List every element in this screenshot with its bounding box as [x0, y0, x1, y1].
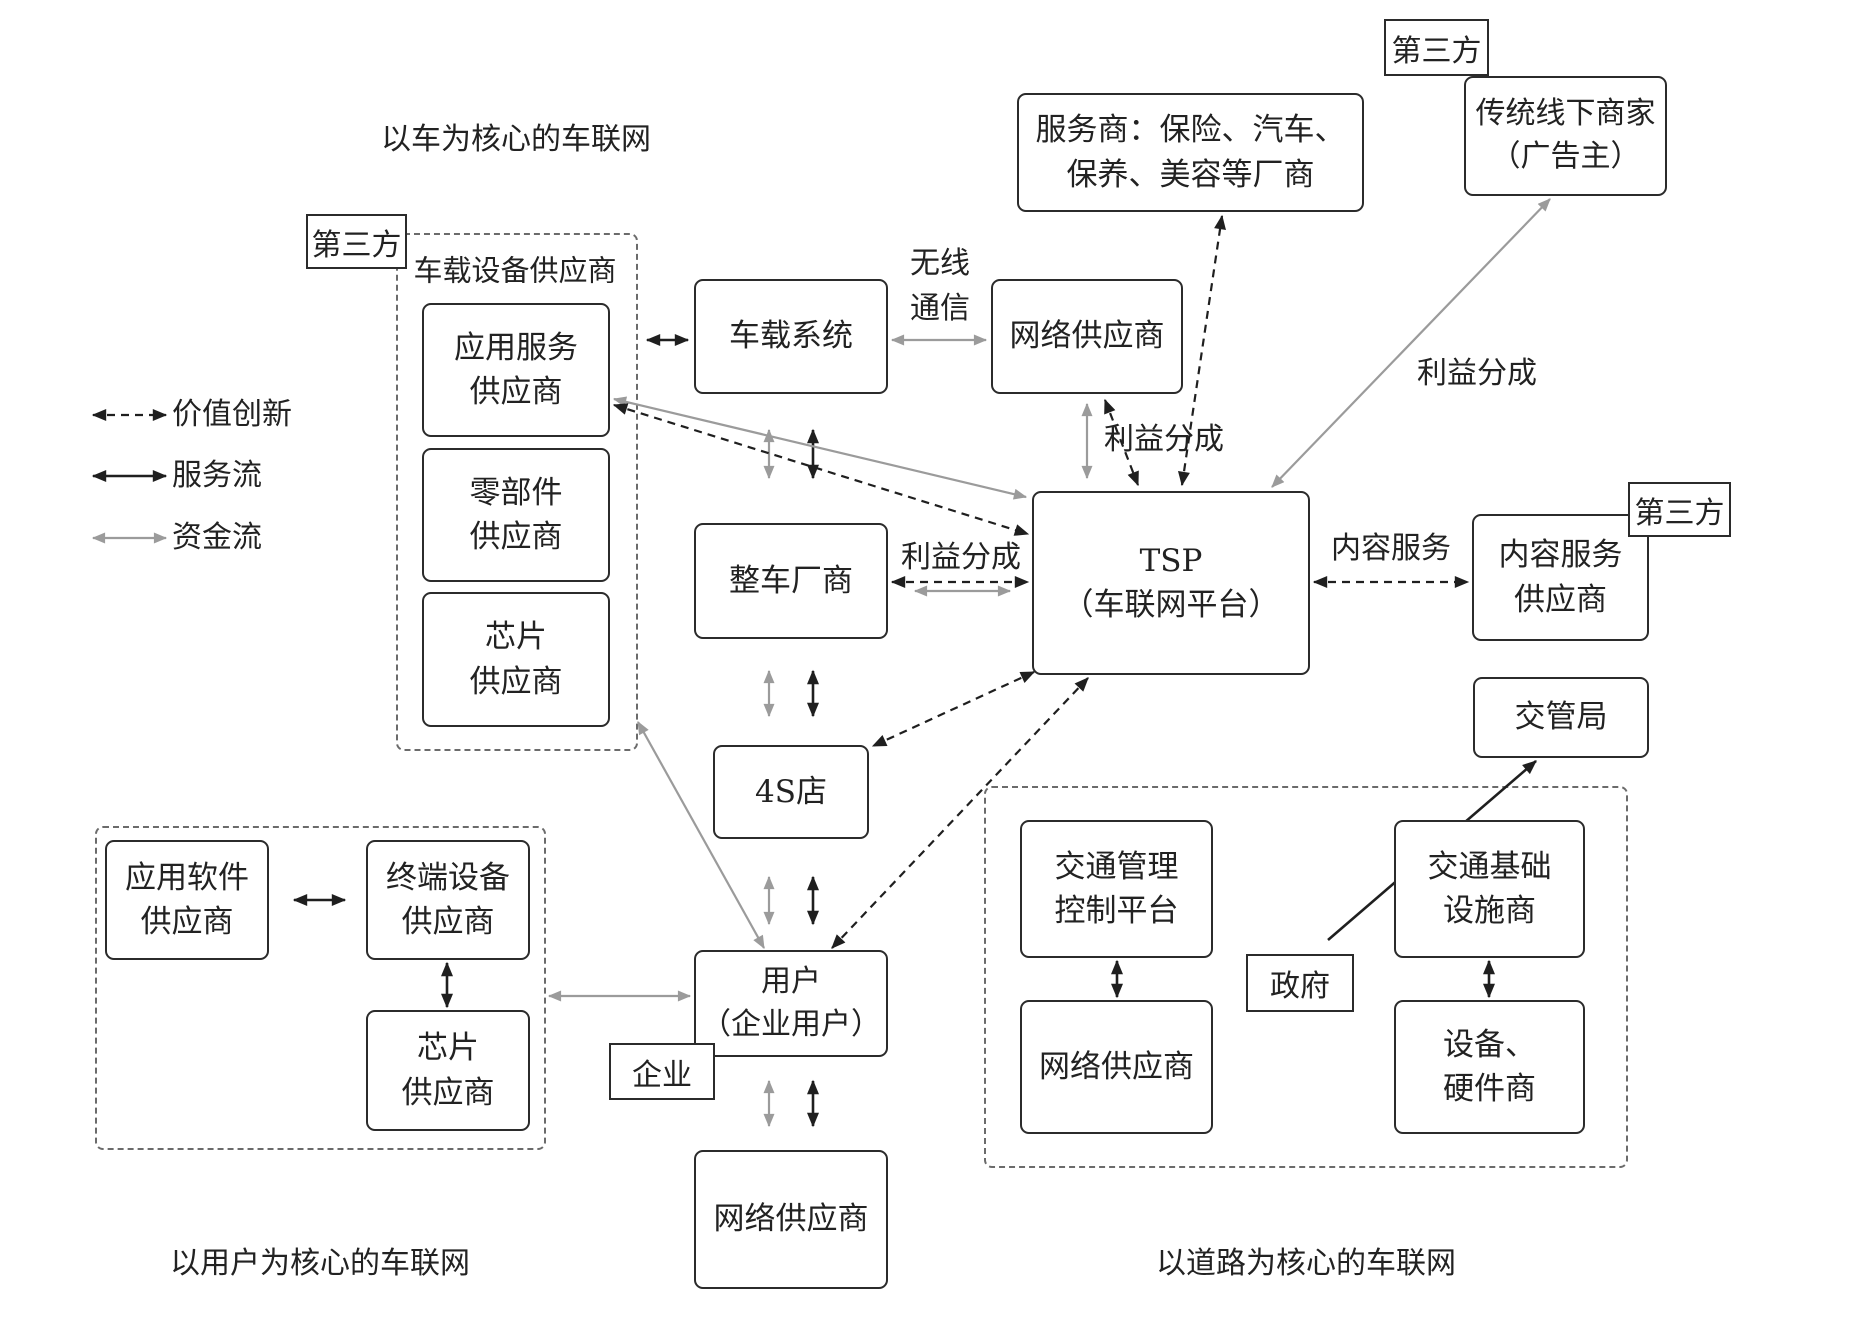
node-label-line: 供应商	[1514, 581, 1607, 618]
value-flow-network-to-tsp	[1103, 398, 1140, 487]
node-label-line: 供应商	[140, 904, 234, 940]
terminal-device-supplier-node: 终端设备 供应商	[366, 840, 530, 960]
node-label-line: 交管局	[1514, 699, 1608, 736]
traffic-control-platform-node: 交通管理 控制平台	[1020, 820, 1213, 958]
chip-supplier-node-user: 芯片 供应商	[366, 1010, 530, 1131]
wireless-label-line1: 无线	[910, 246, 970, 281]
legend-fund-flow-label: 资金流	[172, 520, 262, 555]
node-label-line: 设备、	[1443, 1026, 1536, 1063]
third-party-tag-equipment: 第三方	[306, 214, 407, 269]
node-label-line: 应用软件	[125, 859, 249, 896]
node-label-line: 网络供应商	[713, 1201, 869, 1238]
fund-flow-app-service-to-tsp	[612, 396, 1028, 500]
app-service-supplier-node: 应用服务 供应商	[422, 303, 610, 437]
node-label-line: 保养、美容等厂商	[1066, 156, 1315, 193]
node-label-line: TSP	[1139, 542, 1203, 579]
node-label-line: 零部件	[469, 474, 563, 511]
section-title-road-centric: 以道路为核心的车联网	[1156, 1246, 1456, 1281]
node-label-line: （车联网平台）	[1062, 587, 1280, 623]
tag-label: 第三方	[1634, 495, 1725, 531]
node-label-line: 车载系统	[729, 318, 853, 355]
node-label-line: 传统线下商家	[1475, 96, 1656, 132]
legend-value-creation-label: 价值创新	[172, 397, 292, 432]
node-label-line: 供应商	[401, 1074, 495, 1111]
node-label-line: 用户	[761, 963, 821, 999]
value-flow-app-service-to-tsp	[612, 403, 1030, 536]
traffic-infrastructure-node: 交通基础 设施商	[1394, 820, 1585, 958]
content-service-provider-node: 内容服务 供应商	[1472, 514, 1649, 641]
node-label-line: 芯片	[417, 1030, 479, 1067]
road-centric-group	[984, 786, 1628, 1168]
node-label-line: 交通管理	[1054, 848, 1179, 885]
revenue-share-label-network: 利益分成	[1104, 422, 1224, 457]
third-party-tag-merchants: 第三方	[1384, 19, 1489, 76]
node-label-line: 应用服务	[454, 329, 578, 366]
node-label-line: 供应商	[469, 519, 563, 555]
vehicle-equipment-group-title: 车载设备供应商	[413, 253, 617, 288]
node-label-line: 4S店	[755, 773, 827, 810]
node-label-line: （广告主）	[1490, 139, 1641, 174]
section-title-vehicle-centric: 以车为核心的车联网	[381, 122, 651, 157]
app-software-supplier-node: 应用软件 供应商	[105, 840, 269, 960]
revenue-share-label-merchants: 利益分成	[1417, 356, 1537, 391]
parts-supplier-node: 零部件 供应商	[422, 448, 610, 582]
tag-label: 第三方	[1391, 33, 1482, 69]
value-flow-tsp-to-user	[831, 677, 1089, 949]
tag-label: 第三方	[311, 227, 402, 263]
node-label-line: 终端设备	[386, 859, 510, 896]
value-flow-tsp-to-4s	[871, 671, 1036, 747]
4s-store-node: 4S店	[713, 745, 869, 839]
node-label-line: 网络供应商	[1039, 1048, 1194, 1085]
network-supplier-node-top: 网络供应商	[991, 279, 1183, 394]
network-supplier-node-road: 网络供应商	[1020, 1000, 1213, 1134]
enterprise-tag: 企业	[609, 1043, 715, 1100]
node-label-line: 控制平台	[1054, 893, 1179, 929]
node-label-line: 芯片	[485, 619, 547, 656]
oem-node: 整车厂商	[694, 523, 888, 639]
fund-flow-equipment-group-to-user	[637, 721, 765, 949]
tag-label: 企业	[632, 1057, 692, 1093]
node-label-line: 交通基础	[1427, 848, 1552, 885]
user-centric-group	[95, 826, 546, 1150]
value-flow-tsp-to-service-providers	[1178, 214, 1226, 487]
tag-label: 政府	[1270, 969, 1330, 1004]
offline-merchants-node: 传统线下商家 （广告主）	[1464, 76, 1667, 196]
third-party-tag-content: 第三方	[1628, 482, 1731, 537]
node-label-line: 供应商	[469, 374, 563, 410]
node-label-line: 设施商	[1443, 893, 1536, 929]
network-supplier-node-bottom: 网络供应商	[694, 1150, 888, 1289]
equipment-hardware-node: 设备、 硬件商	[1394, 1000, 1585, 1134]
node-label-line: 服务商：保险、汽车、	[1035, 112, 1346, 149]
node-label-line: 整车厂商	[729, 562, 853, 599]
user-node: 用户 （企业用户）	[694, 950, 888, 1057]
revenue-share-label-oem: 利益分成	[901, 540, 1021, 575]
content-service-label: 内容服务	[1331, 531, 1451, 566]
node-label-line: 内容服务	[1498, 537, 1623, 574]
service-providers-node: 服务商：保险、汽车、 保养、美容等厂商	[1017, 93, 1364, 212]
node-label-line: 供应商	[469, 663, 563, 700]
node-label-line: （企业用户）	[701, 1006, 881, 1042]
vehicle-system-node: 车载系统	[694, 279, 888, 394]
node-label-line: 供应商	[401, 904, 495, 940]
chip-supplier-node: 芯片 供应商	[422, 592, 610, 727]
node-label-line: 硬件商	[1443, 1071, 1536, 1107]
wireless-label-line2: 通信	[910, 291, 970, 326]
section-title-user-centric: 以用户为核心的车联网	[170, 1246, 470, 1281]
legend-service-flow-label: 服务流	[172, 458, 262, 493]
traffic-bureau-node: 交管局	[1473, 677, 1649, 758]
government-tag: 政府	[1246, 954, 1354, 1012]
node-label-line: 网络供应商	[1009, 318, 1165, 355]
fund-flow-tsp-to-offline-merchants	[1271, 198, 1551, 488]
tsp-platform-node: TSP （车联网平台）	[1032, 491, 1310, 675]
